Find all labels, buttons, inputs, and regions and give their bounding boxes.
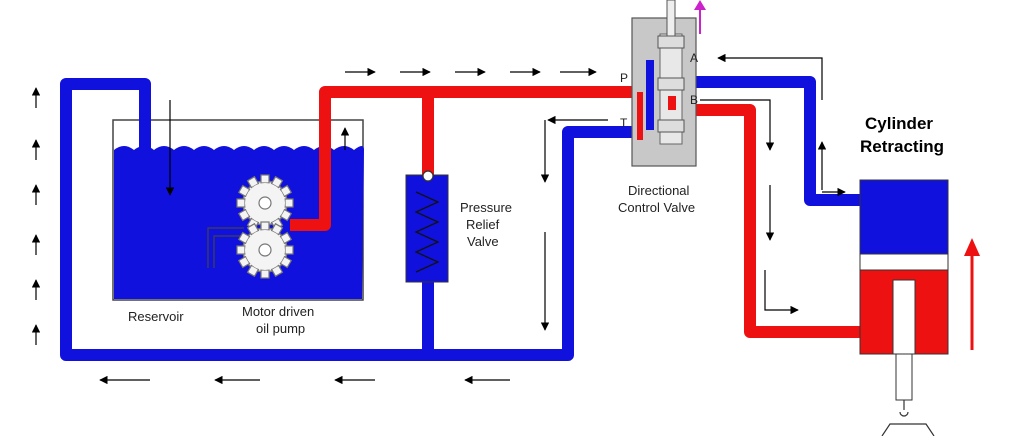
relief-valve-label-line2: Relief (466, 217, 500, 232)
flow-arrows (31, 53, 846, 385)
port-b-label: B (690, 93, 698, 107)
pump-label-line2: oil pump (256, 321, 305, 336)
port-a-label: A (690, 51, 698, 65)
reservoir-oil (114, 146, 364, 299)
cylinder-title-line1: Cylinder (865, 114, 933, 133)
hydraulic-cylinder (859, 179, 949, 436)
reservoir-label: Reservoir (128, 309, 184, 324)
port-p-label: P (620, 71, 628, 85)
pressure-relief-valve (405, 170, 449, 283)
cylinder-title-line2: Retracting (860, 137, 944, 156)
suction-line (207, 227, 244, 268)
relief-valve-label-line1: Pressure (460, 200, 512, 215)
directional-control-valve (631, 0, 697, 167)
dcv-label-line2: Control Valve (618, 200, 695, 215)
relief-valve-label-line3: Valve (467, 234, 499, 249)
pump-label-line1: Motor driven (242, 304, 314, 319)
dcv-label-line1: Directional (628, 183, 690, 198)
valve-shift-arrow (694, 0, 706, 34)
cylinder-motion-arrow (964, 238, 980, 350)
pressure-line (290, 86, 862, 338)
port-t-label: T (620, 116, 628, 130)
